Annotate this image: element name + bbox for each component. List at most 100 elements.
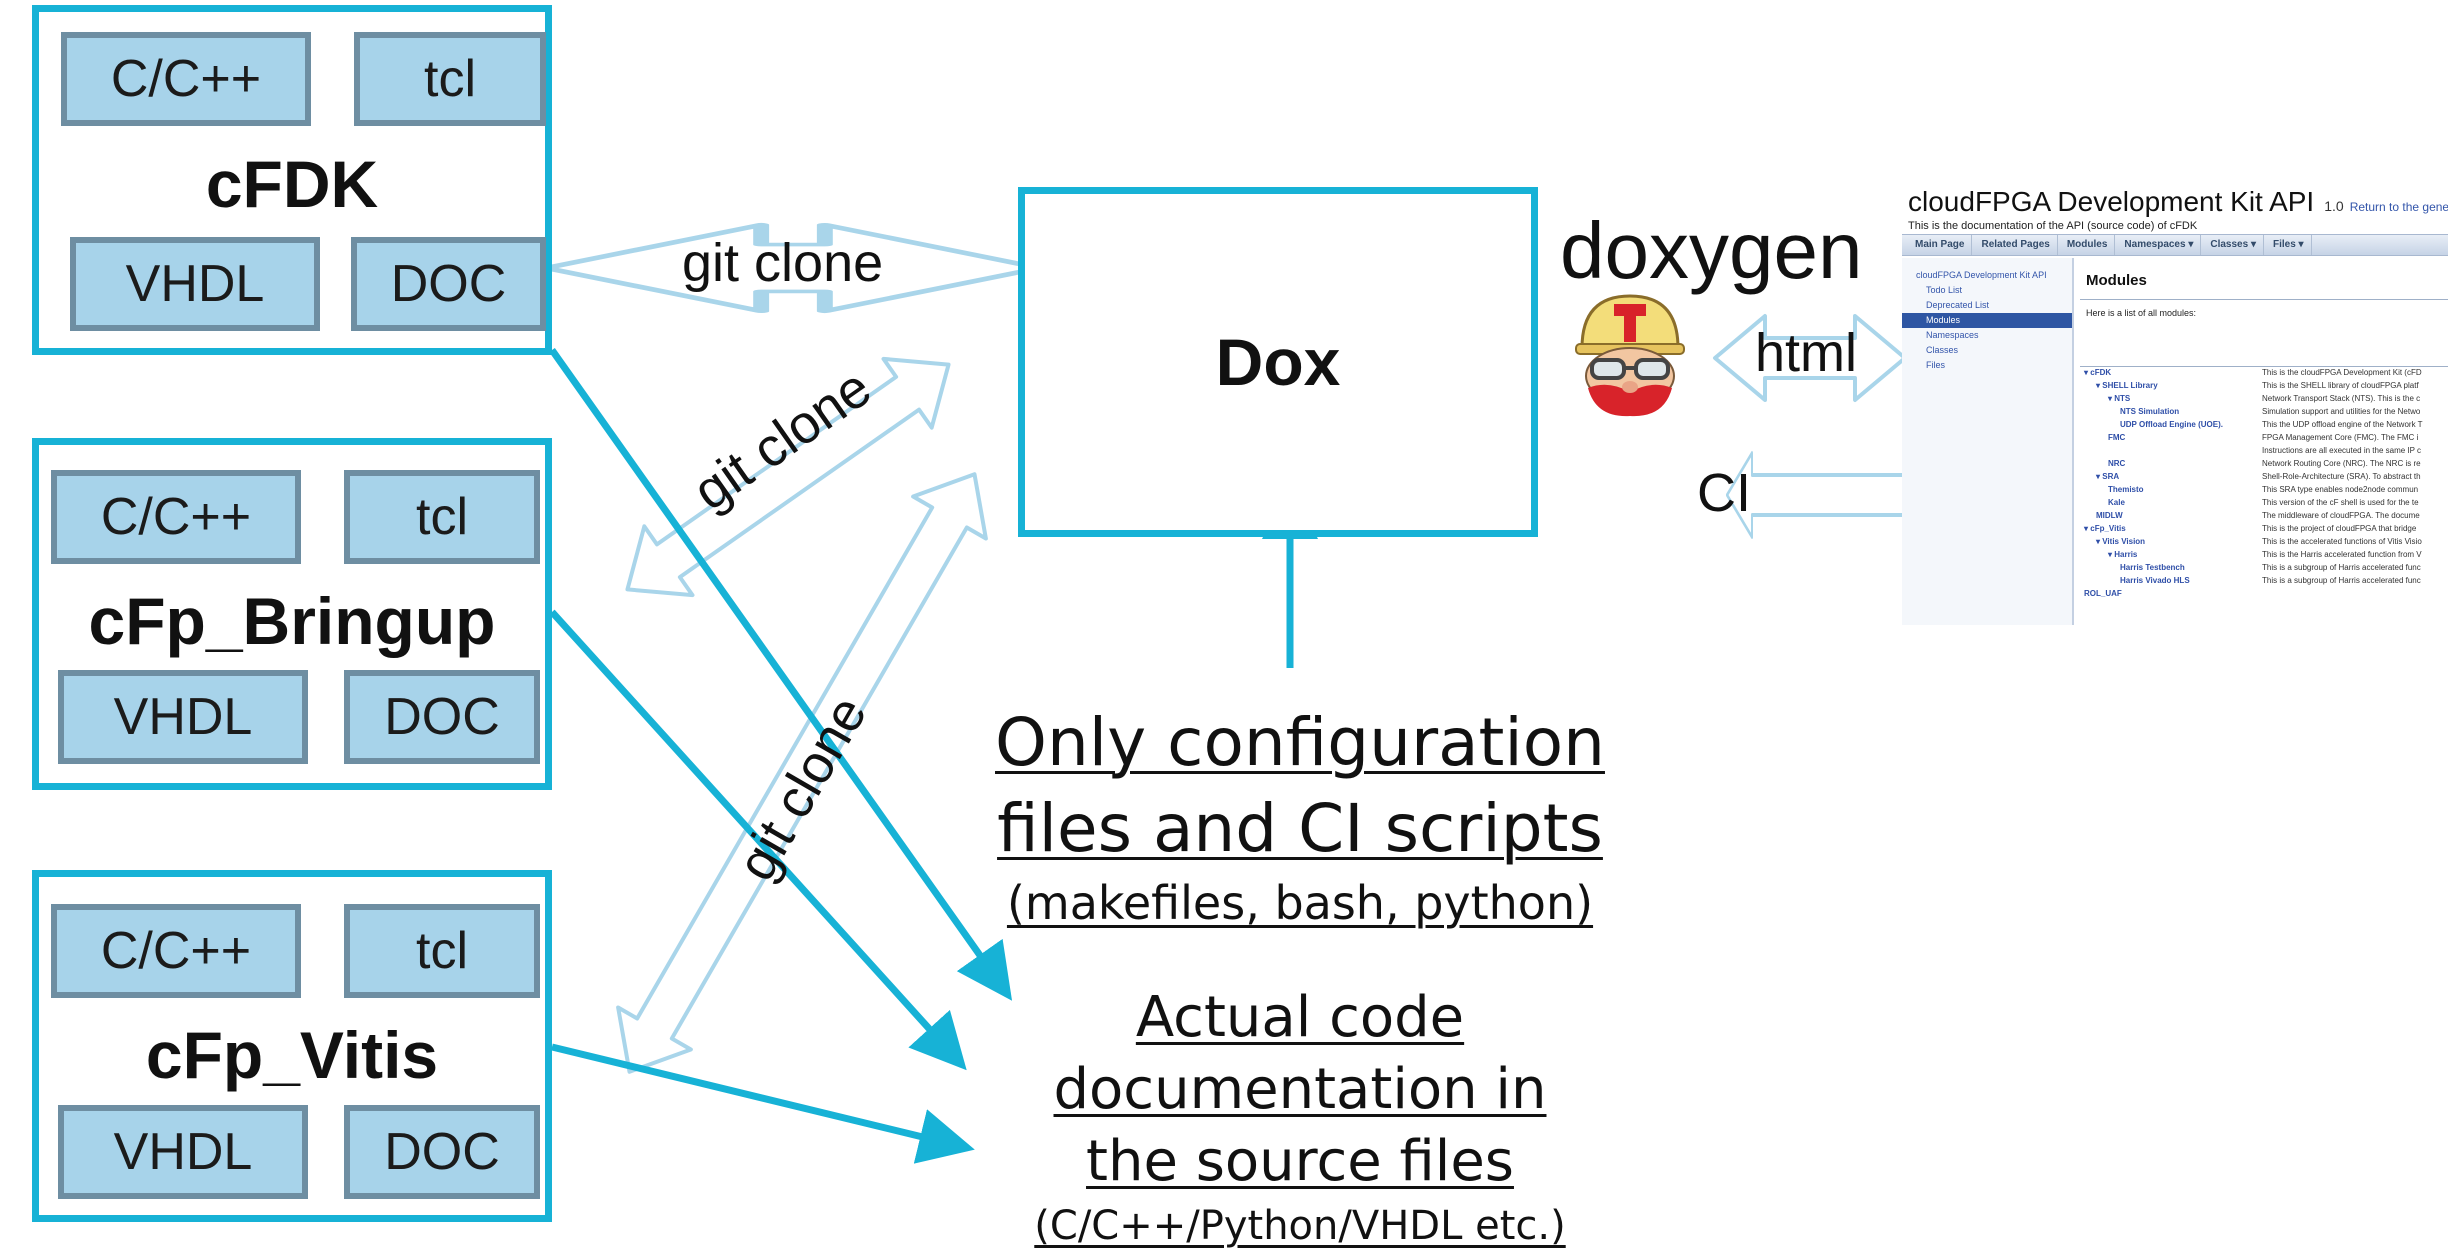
chip-cpp: C/C++ [61, 32, 311, 126]
doc-module-desc: FPGA Management Core (FMC). The FMC i [2262, 433, 2419, 442]
doc-module-link[interactable]: MIDLW [2096, 511, 2123, 520]
doc-nav-namespaces[interactable]: Namespaces ▾ [2117, 235, 2202, 255]
doc-module-link[interactable]: Themisto [2108, 485, 2144, 494]
repo-title: cFp_Vitis [145, 1018, 439, 1092]
doc-module-link[interactable]: Kale [2108, 498, 2125, 507]
doc-module-link[interactable]: ▾ cFp_Vitis [2084, 524, 2126, 533]
doc-table-row: ROL_UAF [2080, 588, 2448, 601]
repo-cfp-vitis: C/C++ tcl cFp_Vitis VHDL DOC [32, 870, 552, 1222]
doc-module-link[interactable]: NTS Simulation [2120, 407, 2180, 416]
code-note: Actual code documentation in the source … [1010, 982, 1590, 1254]
doc-module-desc: The middleware of cloudFPGA. The docume [2262, 511, 2420, 520]
doc-nav-classes[interactable]: Classes ▾ [2203, 235, 2264, 255]
html-label: html [1755, 323, 1858, 383]
doc-table-row: ▾ SRA Shell-Role-Architecture (SRA). To a… [2080, 471, 2448, 484]
doc-tree-modules[interactable]: Modules [1902, 313, 2072, 328]
doc-module-link[interactable]: FMC [2108, 433, 2126, 442]
doc-module-link[interactable]: ROL_UAF [2084, 589, 2122, 598]
doc-table-row: MIDLW The middleware of cloudFPGA. The do… [2080, 510, 2448, 523]
doc-table-row: Themisto This SRA type enables node2node … [2080, 484, 2448, 497]
git-clone-label-1: git clone [682, 233, 884, 293]
doc-module-desc: This is the project of cloudFPGA that br… [2262, 524, 2417, 533]
repo-cfp-bringup: C/C++ tcl cFp_Bringup VHDL DOC [32, 438, 552, 790]
doc-sidebar: cloudFPGA Development Kit API Todo List … [1902, 258, 2074, 625]
doc-module-desc: This version of the cF shell is used for… [2262, 498, 2419, 507]
config-note-line1: Only configuration [995, 704, 1605, 781]
doc-nav-related-pages[interactable]: Related Pages [1974, 235, 2058, 255]
doc-module-desc: Shell-Role-Architecture (SRA). To abstra… [2262, 472, 2421, 481]
doc-module-desc: This is a subgroup of Harris accelerated… [2262, 563, 2421, 572]
doc-tree-deprecated[interactable]: Deprecated List [1926, 300, 1990, 310]
doc-table-row: Kale This version of the cF shell is used… [2080, 497, 2448, 510]
code-note-line1: Actual code [1135, 985, 1465, 1050]
chip-cpp: C/C++ [51, 470, 301, 564]
doc-intro: Here is a list of all modules: [2086, 308, 2197, 318]
doc-module-link[interactable]: ▾ NTS [2108, 394, 2131, 403]
doc-main: Modules Here is a list of all modules: ▾… [2080, 258, 2448, 625]
doc-module-link[interactable]: ▾ Vitis Vision [2096, 537, 2146, 546]
git-clone-arrow-2 [625, 356, 951, 598]
doc-tree-todo[interactable]: Todo List [1926, 285, 1963, 295]
repo-cfdk: C/C++ tcl cFDK VHDL DOC [32, 5, 552, 355]
doc-module-desc: This is a subgroup of Harris accelerated… [2262, 576, 2421, 585]
doc-table-row: Instructions are all executed in the sam… [2080, 445, 2448, 458]
config-note-line3: (makefiles, bash, python) [1006, 876, 1594, 930]
doc-module-desc: This is the Harris accelerated function … [2262, 550, 2422, 559]
doc-tree-files[interactable]: Files [1926, 360, 1946, 370]
doc-table-row: ▾ cFp_Vitis This is the project of cloudF… [2080, 523, 2448, 536]
doc-tree-root[interactable]: cloudFPGA Development Kit API [1916, 270, 2047, 280]
cfdk-code-arrow [549, 347, 1013, 1001]
doc-table-row: Harris Vivado HLS This is a subgroup of H… [2080, 575, 2448, 588]
doc-module-link[interactable]: Harris Vivado HLS [2120, 576, 2190, 585]
doc-module-desc: This is the cloudFPGA Development Kit (c… [2262, 368, 2422, 377]
doc-return-link[interactable]: Return to the gener [2349, 200, 2448, 214]
repo-title: cFp_Bringup [88, 584, 496, 658]
doc-module-table: ▾ cFDK This is the cloudFPGA Development … [2080, 366, 2448, 601]
doc-module-desc: Network Routing Core (NRC). The NRC is r… [2262, 459, 2421, 468]
chip-vhdl: VHDL [58, 1105, 308, 1199]
doc-module-desc: This SRA type enables node2node commun [2262, 485, 2419, 494]
chip-tcl: tcl [344, 904, 540, 998]
doc-module-desc: Network Transport Stack (NTS). This is t… [2262, 394, 2421, 403]
doc-nav-files[interactable]: Files ▾ [2266, 235, 2312, 255]
doc-table-row: NRC Network Routing Core (NRC). The NRC i… [2080, 458, 2448, 471]
repo-title: cFDK [205, 147, 379, 221]
config-note: Only configuration files and CI scripts … [960, 700, 1640, 934]
doxygen-label: doxygen [1560, 206, 1863, 295]
doc-table-row: ▾ Harris This is the Harris accelerated f… [2080, 549, 2448, 562]
doc-nav-modules[interactable]: Modules [2060, 235, 2116, 255]
dox-label: Dox [1215, 325, 1341, 399]
chip-vhdl: VHDL [70, 237, 320, 331]
dox-repo: Dox [1018, 187, 1538, 537]
chip-vhdl: VHDL [58, 670, 308, 764]
doc-table-row: ▾ NTS Network Transport Stack (NTS). This… [2080, 393, 2448, 406]
doxygen-mascot-icon [1575, 294, 1685, 417]
doc-heading: Modules [2086, 272, 2147, 289]
doc-module-link[interactable]: ▾ Harris [2108, 550, 2138, 559]
chip-doc: DOC [344, 1105, 540, 1199]
doc-tree-classes[interactable]: Classes [1926, 345, 1959, 355]
doc-module-link[interactable]: ▾ SRA [2096, 472, 2120, 481]
doc-module-link[interactable]: ▾ cFDK [2084, 368, 2112, 377]
chip-doc: DOC [351, 237, 546, 331]
ci-label: CI [1697, 463, 1751, 523]
doc-module-link[interactable]: NRC [2108, 459, 2126, 468]
doc-module-link[interactable]: Harris Testbench [2120, 563, 2185, 572]
doc-table-row: Harris Testbench This is a subgroup of Ha… [2080, 562, 2448, 575]
doc-divider [2080, 299, 2448, 300]
config-note-line2: files and CI scripts [997, 790, 1603, 867]
doc-nav-main-page[interactable]: Main Page [1908, 235, 1973, 255]
doc-module-link[interactable]: UDP Offload Engine (UOE). [2120, 420, 2223, 429]
chip-tcl: tcl [354, 32, 546, 126]
doc-module-desc: This the UDP offload engine of the Netwo… [2262, 420, 2423, 429]
code-note-line2: documentation in [1053, 1057, 1547, 1122]
doc-module-link[interactable]: ▾ SHELL Library [2096, 381, 2158, 390]
doc-tree-namespaces[interactable]: Namespaces [1926, 330, 1979, 340]
chip-doc: DOC [344, 670, 540, 764]
